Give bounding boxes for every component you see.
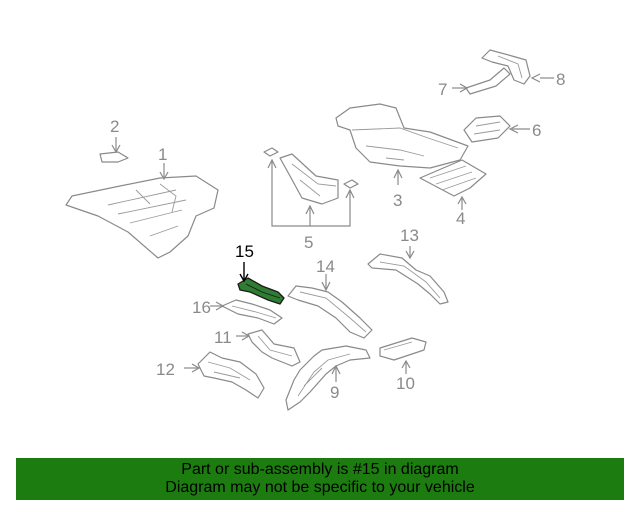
part-3-rear-floor-pan[interactable] [335,103,469,185]
callout-1: 1 [158,145,167,164]
part-13-upper-side-member[interactable] [367,246,449,305]
banner-line-1: Part or sub-assembly is #15 in diagram [181,461,459,478]
callout-11: 11 [214,328,232,347]
part-1-floor-pan[interactable] [65,163,219,259]
part-2-bracket[interactable] [99,137,129,163]
part-8-extension[interactable] [481,49,554,85]
callout-13: 13 [400,226,419,245]
callout-7: 7 [438,80,447,99]
part-5-crossmember[interactable] [263,147,359,227]
callout-15: 15 [235,242,254,261]
part-9-side-member[interactable] [285,345,371,411]
callout-12: 12 [156,360,175,379]
part-16-bracket[interactable] [210,299,283,325]
callout-6: 6 [532,121,541,140]
part-11-bracket-member[interactable] [236,329,301,367]
banner-line-2: Diagram may not be specific to your vehi… [165,479,475,496]
callout-16: 16 [192,298,211,317]
callout-8: 8 [556,70,565,89]
callout-10: 10 [396,374,415,393]
info-banner: Part or sub-assembly is #15 in diagram D… [16,458,624,500]
callout-9: 9 [330,383,339,402]
part-6-reinforcement[interactable] [463,115,530,143]
part-15-highlighted[interactable] [237,262,285,305]
callout-3: 3 [393,191,402,210]
callout-2: 2 [110,117,119,136]
callout-14: 14 [316,257,335,276]
part-14-side-rail[interactable] [287,274,373,339]
callout-5: 5 [304,233,313,252]
part-12-rear-side-member[interactable] [184,351,265,399]
part-10-plate[interactable] [379,337,427,374]
part-4-panel[interactable] [419,159,487,210]
part-7-member[interactable] [452,67,511,95]
callout-4: 4 [456,209,465,228]
